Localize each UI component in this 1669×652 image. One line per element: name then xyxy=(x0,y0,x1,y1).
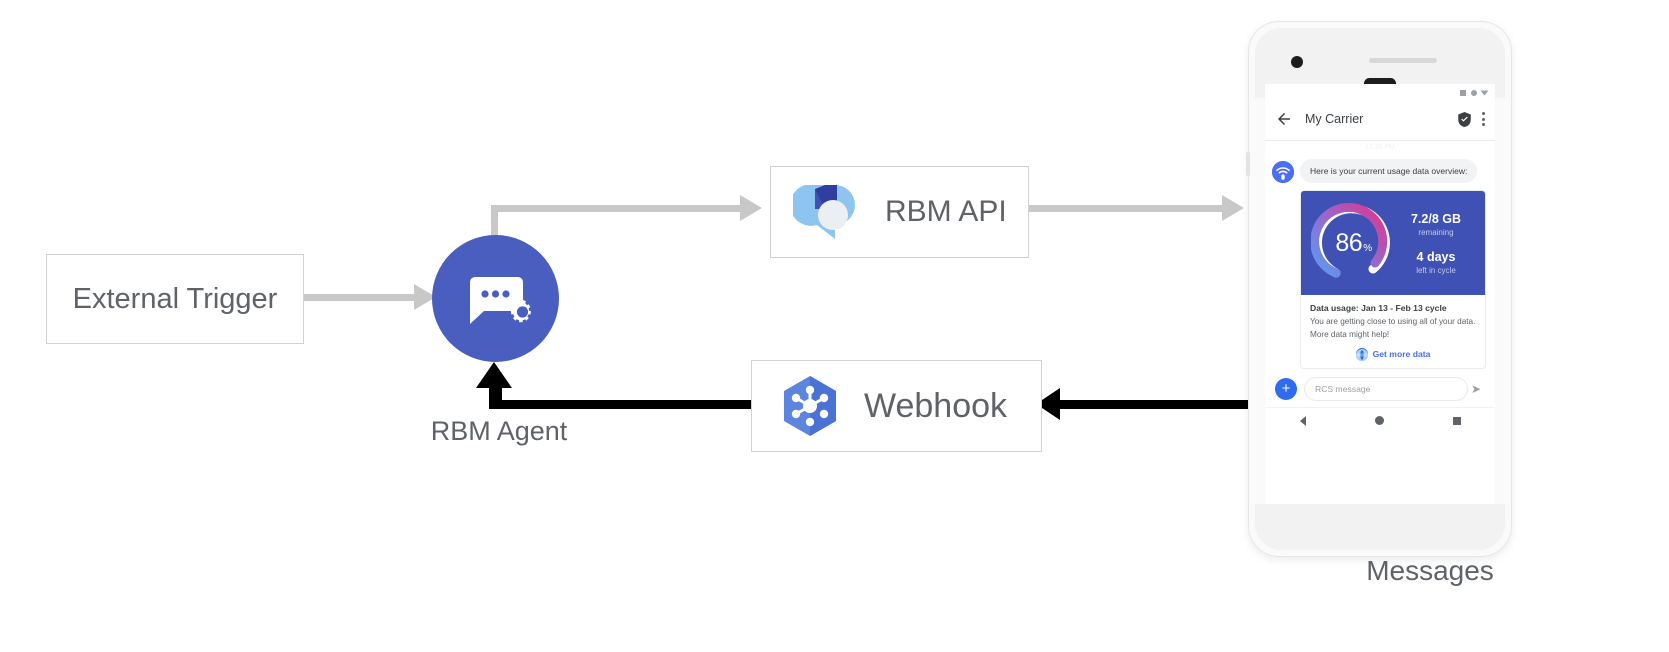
external-trigger-label: External Trigger xyxy=(72,282,278,315)
chat-gear-icon xyxy=(470,277,531,324)
cloud-functions-hexagon-icon xyxy=(784,376,836,436)
side-button[interactable] xyxy=(1246,152,1250,176)
gauge-percent: 86% xyxy=(1335,228,1372,257)
front-camera-icon xyxy=(1291,56,1303,68)
get-more-data-label: Get more data xyxy=(1372,348,1431,359)
incoming-message: Here is your current usage data overview… xyxy=(1265,153,1495,184)
data-remaining-value: 7.2/8 GB xyxy=(1410,211,1462,226)
nav-recents-icon[interactable] xyxy=(1452,416,1461,425)
connector-agent-to-api-horizontal xyxy=(491,205,741,212)
carrier-wifi-avatar-icon xyxy=(1272,161,1294,183)
rbm-api-icon xyxy=(793,185,855,239)
days-left-value: 4 days xyxy=(1416,249,1456,264)
data-remaining-sub: remaining xyxy=(1418,227,1454,237)
connector-agent-to-api-vertical xyxy=(491,205,498,245)
connector-webhook-to-agent-horizontal xyxy=(493,400,755,409)
rich-card[interactable]: 86% 7.2/8 GB remaining 4 days left in cy… xyxy=(1300,190,1486,369)
globe-icon xyxy=(1355,347,1368,361)
square-icon xyxy=(1460,90,1466,96)
app-title: My Carrier xyxy=(1305,112,1364,126)
connector-phone-to-webhook xyxy=(1046,400,1254,409)
app-bar-actions xyxy=(1457,111,1485,128)
triangle-down-icon xyxy=(1480,90,1489,96)
status-bar xyxy=(1460,89,1489,97)
message-composer: + RCS message ➤ xyxy=(1265,369,1495,407)
speaker-grill xyxy=(1364,78,1396,89)
message-timestamp: 12:30 PM xyxy=(1365,144,1395,151)
node-webhook: Webhook xyxy=(751,360,1042,452)
rbm-agent-label: RBM Agent xyxy=(430,416,568,446)
phone-bottom-bezel xyxy=(1255,504,1505,550)
messages-label: Messages xyxy=(1366,555,1494,586)
phone-screen: My Carrier 12:30 PM xyxy=(1265,84,1495,504)
android-nav-bar xyxy=(1265,406,1495,434)
phone-mockup: My Carrier 12:30 PM xyxy=(1246,22,1511,556)
node-rbm-agent xyxy=(432,235,559,362)
card-body: Data usage: Jan 13 - Feb 13 cycle You ar… xyxy=(1301,295,1485,368)
get-more-data-button[interactable]: Get more data xyxy=(1310,347,1476,361)
days-left-sub: left in cycle xyxy=(1416,265,1456,275)
node-external-trigger: External Trigger xyxy=(46,254,304,344)
earpiece-speaker xyxy=(1369,58,1437,63)
kebab-menu-icon[interactable] xyxy=(1482,112,1485,126)
arrowhead-webhook-to-agent xyxy=(476,362,512,388)
message-bubble-text: Here is your current usage data overview… xyxy=(1300,159,1478,184)
nav-home-icon[interactable] xyxy=(1374,416,1384,426)
arrowhead-api-to-phone xyxy=(1222,195,1244,221)
connector-trigger-to-agent xyxy=(304,294,416,301)
back-arrow-icon[interactable] xyxy=(1275,110,1293,128)
rbm-api-label: RBM API xyxy=(885,195,1007,228)
node-rbm-api: RBM API xyxy=(770,166,1029,258)
card-title: Data usage: Jan 13 - Feb 13 cycle xyxy=(1310,303,1447,314)
app-bar: My Carrier xyxy=(1265,98,1495,141)
card-hero: 86% 7.2/8 GB remaining 4 days left in cy… xyxy=(1301,191,1485,296)
dot-icon xyxy=(1471,90,1477,96)
verified-shield-icon xyxy=(1457,111,1472,128)
arrowhead-agent-to-api xyxy=(740,195,762,221)
webhook-label: Webhook xyxy=(864,386,1008,425)
card-description: You are getting close to using all of yo… xyxy=(1310,317,1476,339)
send-icon[interactable]: ➤ xyxy=(1470,381,1481,396)
plus-icon[interactable]: + xyxy=(1275,377,1297,400)
nav-back-icon[interactable] xyxy=(1299,415,1306,426)
connector-api-to-phone xyxy=(1029,205,1227,212)
arrowhead-trigger-to-agent xyxy=(414,284,436,310)
connector-webhook-to-agent-vertical xyxy=(489,381,502,409)
rcs-message-input[interactable]: RCS message xyxy=(1304,376,1468,401)
usage-gauge: 86% xyxy=(1310,201,1395,285)
card-hero-stats: 7.2/8 GB remaining 4 days left in cycle xyxy=(1395,212,1485,275)
